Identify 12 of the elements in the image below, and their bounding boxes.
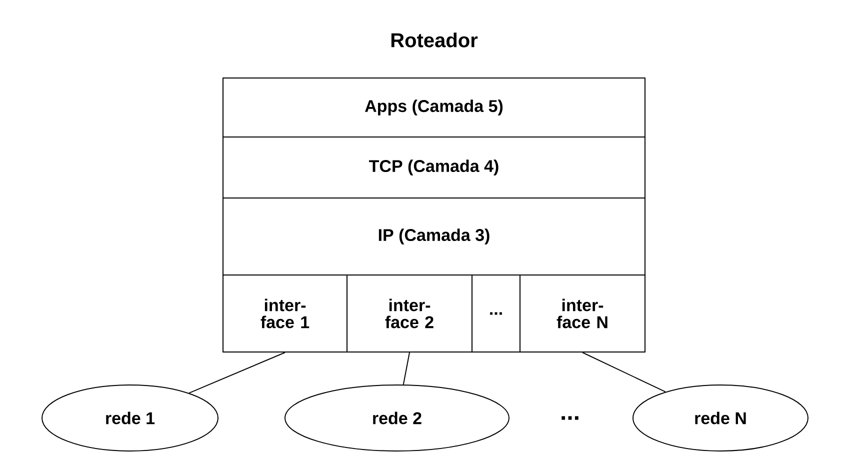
connector-line	[402, 352, 410, 386]
node-label: Roteador	[391, 32, 478, 48]
connector-line	[582, 352, 666, 392]
interface-box: inter- face 1	[222, 274, 348, 352]
layer-box: IP (Camada 3)	[222, 198, 646, 276]
interface-box: inter- face 2	[346, 274, 472, 352]
ellipsis-label: ...	[562, 416, 578, 420]
ellipsis-box: ...	[472, 274, 520, 352]
layer-box: TCP (Camada 4)	[222, 136, 646, 198]
interface-box: inter- face N	[520, 274, 646, 352]
layer-box: Apps (Camada 5)	[222, 78, 646, 138]
connector-line	[188, 352, 286, 394]
